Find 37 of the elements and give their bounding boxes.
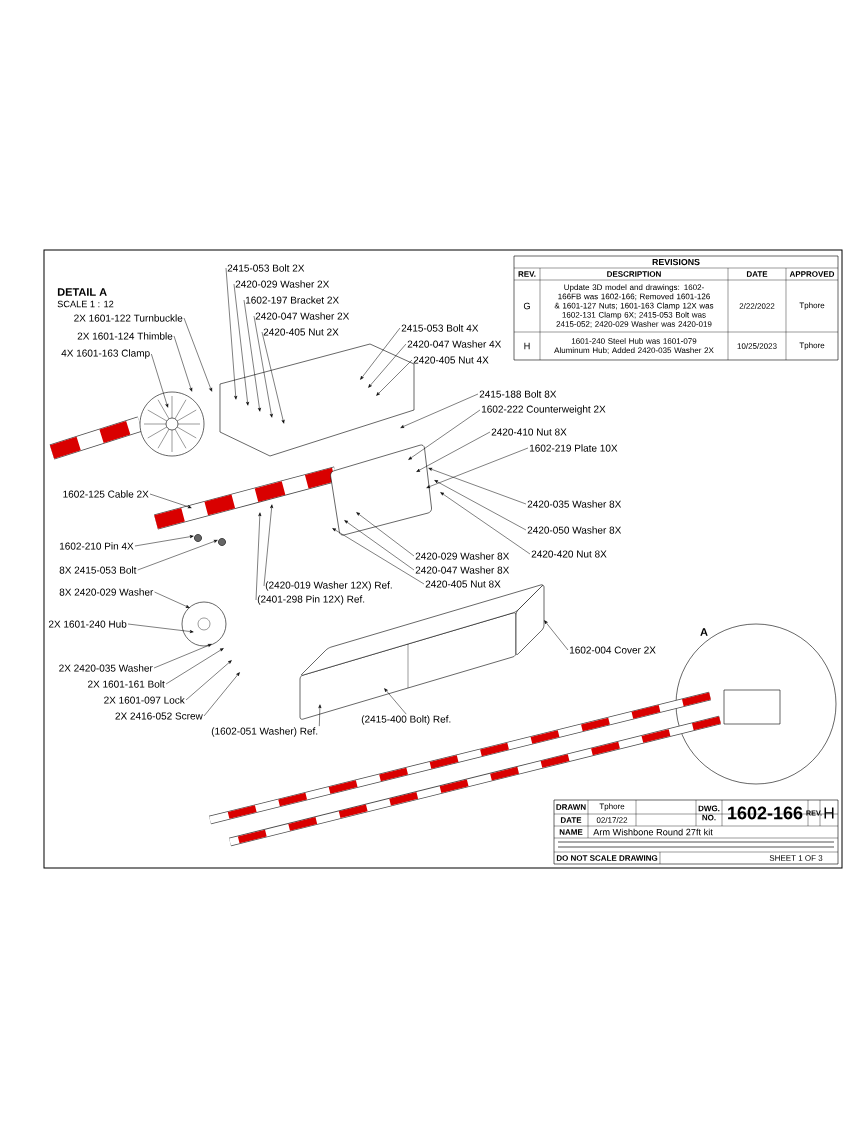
leader-line [440,492,531,555]
leader-line [151,353,169,408]
leader-line [318,704,322,727]
leader-line [344,520,415,571]
leader-line [428,467,527,505]
drawing-number: 1602-166 [728,806,803,820]
leader-line [261,331,285,424]
leader-line [384,688,407,715]
leader-line [134,535,194,547]
leader-line [203,672,240,717]
leader-line [127,623,194,633]
leader-line [368,343,407,388]
leader-line [255,512,262,601]
leader-line [153,644,212,669]
leader-line [416,431,491,472]
leader-line [149,493,192,509]
leader-line [376,359,413,396]
leader-line [183,317,212,392]
leader-line [154,591,190,608]
leader-line [225,267,238,400]
leader-line [173,335,193,392]
leader-line [408,409,481,460]
leader-line [165,648,224,685]
leader-line [332,528,425,585]
leader-line [360,327,401,380]
leader-line [263,504,274,587]
revision-letter: H [824,807,834,819]
leader-line [137,540,218,571]
leader-line [243,299,261,412]
leader-line [544,620,569,651]
leader-line [426,447,529,488]
leader-line [434,480,527,531]
leader-line [185,660,232,701]
leader-line [356,512,415,557]
leader-line [233,283,250,406]
leader-line [400,393,479,428]
leader-line [253,315,273,418]
